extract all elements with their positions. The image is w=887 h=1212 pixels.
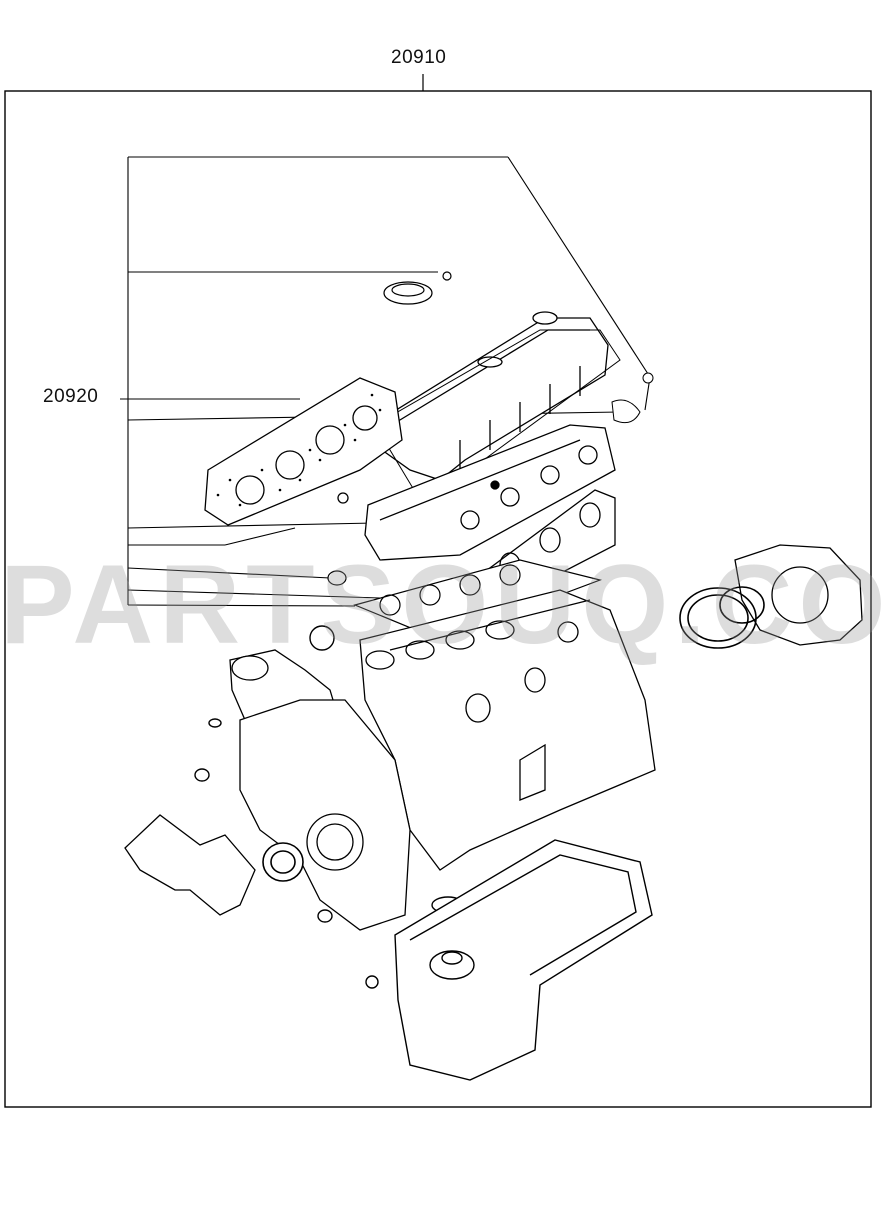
oil-pan [394, 839, 653, 1081]
exhaust-manifold-gasket [204, 377, 403, 526]
cylinder-head [364, 424, 616, 561]
rear-oil-seal-retainer [734, 544, 863, 646]
timing-cover [239, 699, 411, 931]
subkit-bracket [120, 156, 651, 607]
assembly-part-number: 20910 [391, 47, 447, 68]
subkit-part-number: 20920 [43, 386, 99, 407]
oil-filler-cap [383, 271, 452, 305]
water-inlet-housing [124, 814, 256, 916]
engine-block [359, 589, 656, 871]
front-oil-seal [262, 842, 304, 882]
diagram-frame [4, 90, 872, 1108]
rear-oil-seal [679, 586, 765, 649]
